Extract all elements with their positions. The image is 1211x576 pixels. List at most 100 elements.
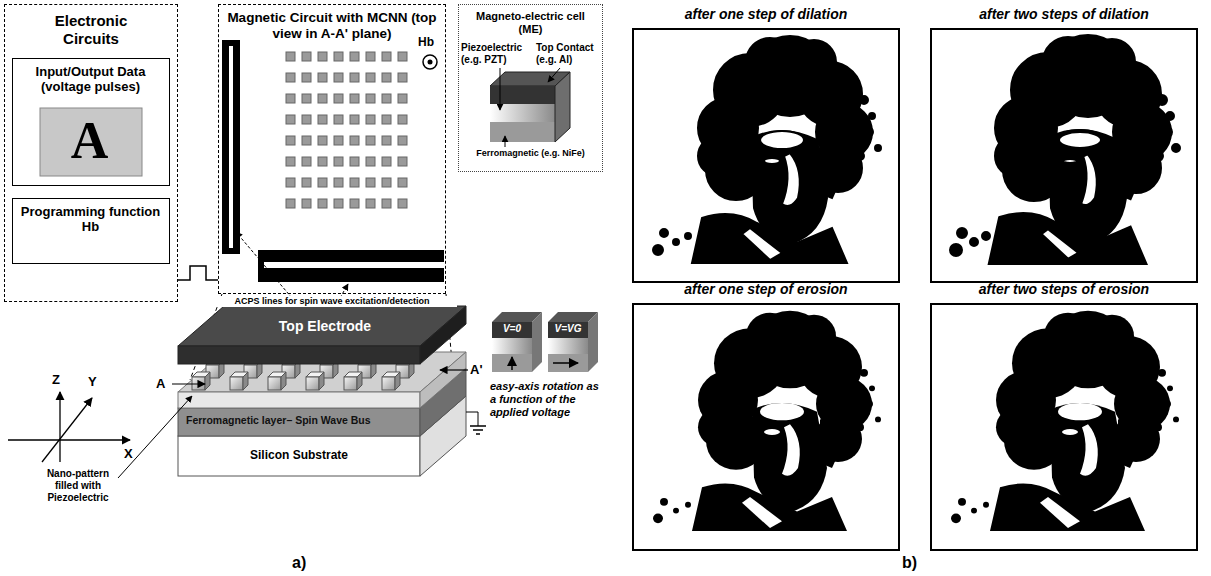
cube-front (382, 377, 395, 390)
cube-front (268, 377, 281, 390)
mcnn-cell (334, 94, 343, 103)
mcnn-cell (366, 94, 375, 103)
field-dot (428, 60, 433, 65)
mcnn-cell (286, 115, 295, 124)
panel-letter: a) (292, 553, 316, 572)
mcnn-cell (318, 199, 327, 208)
leader-line (118, 396, 192, 478)
mcnn-cell (302, 94, 311, 103)
pattern-layer-side (420, 352, 466, 408)
piezo-layer (492, 338, 532, 354)
part-label: Top Contact (e.g. Al) (536, 42, 600, 66)
cube-side (532, 312, 542, 372)
part-label: Nano-pattern filled with Piezoelectric (38, 468, 118, 504)
box-title: Magneto-electric cell (ME) (464, 10, 597, 36)
mcnn-cell (350, 178, 359, 187)
substrate-front (178, 436, 420, 476)
voltage-cell (492, 312, 542, 372)
mcnn-cell (302, 115, 311, 124)
me-cell-box: Magneto-electric cell (ME) (458, 4, 603, 172)
mcnn-cell (366, 52, 375, 61)
mcnn-cell (350, 94, 359, 103)
acps-gap (229, 46, 233, 248)
electrode-front (178, 346, 420, 364)
axis-label: Z (52, 372, 66, 388)
panel-title: after one step of dilation (634, 6, 898, 23)
mcnn-cell (382, 73, 391, 82)
mcnn-cell (382, 52, 391, 61)
mcnn-cell (366, 136, 375, 145)
mcnn-cell (286, 199, 295, 208)
nano-cube (344, 372, 362, 390)
leader-line (505, 136, 506, 147)
ferro-layer (548, 354, 588, 372)
acps-gap (264, 262, 444, 268)
leader-line (500, 68, 501, 110)
mcnn-cell (286, 178, 295, 187)
mcnn-cell (318, 52, 327, 61)
mcnn-cell (350, 199, 359, 208)
nano-cube (268, 372, 286, 390)
image-panel: after one step of dilation (632, 28, 900, 283)
device-stack (178, 306, 466, 476)
mcnn-cell (350, 52, 359, 61)
magnetic-circuit-block: Magnetic Circuit with MCNN (top view in … (218, 4, 446, 294)
top-contact-layer (548, 322, 588, 338)
mcnn-cell (366, 157, 375, 166)
part-label: Piezoelectric (e.g. PZT) (461, 42, 535, 66)
electrode-top (178, 306, 466, 346)
signal-line (178, 266, 218, 280)
mcnn-cell (382, 178, 391, 187)
me-cell-cube (490, 68, 570, 147)
layer-label: Top Electrode (250, 318, 400, 335)
mcnn-cell (398, 115, 407, 124)
mcnn-cell (286, 94, 295, 103)
ground-symbol (466, 412, 486, 434)
mcnn-cell (382, 94, 391, 103)
part-label: ACPS lines for spin wave excitation/dete… (207, 296, 457, 307)
cube-front (306, 377, 319, 390)
part-label: Ferromagnetic (e.g. NiFe) (460, 148, 601, 159)
mcnn-cell (334, 52, 343, 61)
mcnn-cell (382, 199, 391, 208)
acps-line (258, 250, 444, 282)
cube-side (357, 372, 362, 390)
plane-label: A (156, 376, 170, 392)
mcnn-cell (350, 157, 359, 166)
ferro-layer-front (178, 408, 420, 436)
top-contact-layer (492, 322, 532, 338)
mcnn-cell (350, 73, 359, 82)
portrait-image (653, 311, 881, 531)
piezo-layer (548, 338, 588, 354)
axis-label: X (124, 446, 138, 462)
ground-wire (466, 412, 478, 426)
nano-cube (192, 372, 210, 390)
mcnn-cell (286, 157, 295, 166)
ground-bar (473, 429, 483, 431)
leader-line (548, 68, 560, 82)
ground-bar (470, 425, 486, 427)
io-box: Input/Output Data (voltage pulses)A (12, 58, 170, 186)
note: easy-axis rotation as a function of the … (490, 380, 604, 420)
mcnn-cell (302, 73, 311, 82)
cube-side (205, 372, 210, 390)
mcnn-cell (286, 52, 295, 61)
mcnn-cell (318, 136, 327, 145)
image-panel: after one step of erosion (632, 303, 900, 551)
mcnn-cell-grid (286, 52, 407, 208)
mcnn-cell (318, 94, 327, 103)
mcnn-cell (382, 136, 391, 145)
field-symbol (423, 55, 437, 69)
ferro-layer (490, 122, 555, 142)
mcnn-cell (382, 115, 391, 124)
programming-box: Programming functionHb (12, 198, 170, 264)
ground-bar (476, 433, 480, 435)
mcnn-cell (334, 115, 343, 124)
image-letter: A (39, 107, 141, 175)
panel-title: after two steps of erosion (932, 281, 1196, 298)
pointer-line (236, 232, 292, 298)
cube-side (588, 312, 598, 372)
y-axis (42, 398, 92, 462)
mcnn-cell (318, 178, 327, 187)
